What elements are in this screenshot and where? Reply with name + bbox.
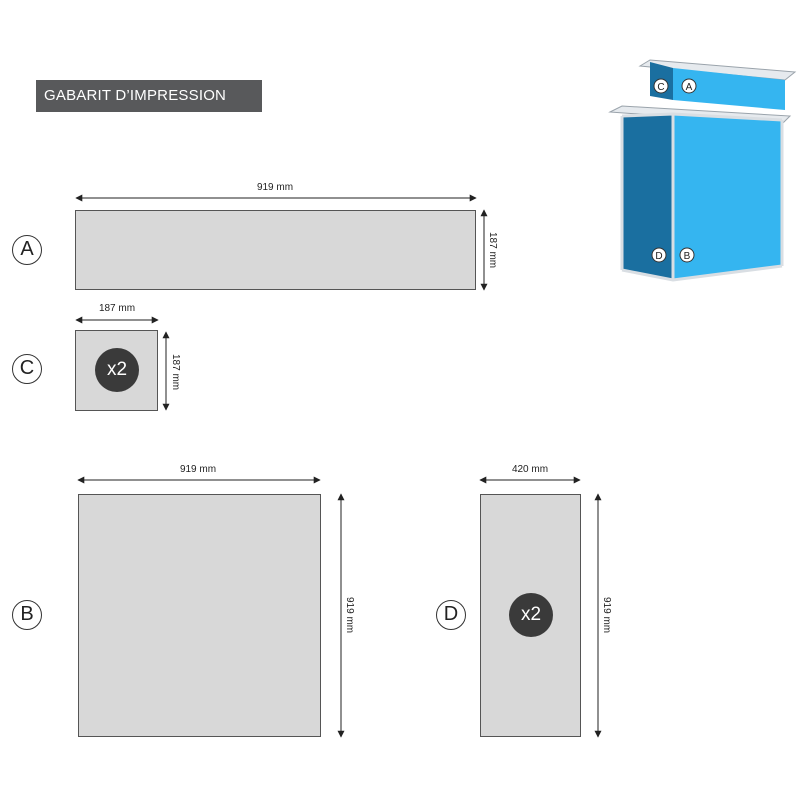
svg-text:C: C bbox=[657, 82, 664, 93]
panel-d-width-label: 420 mm bbox=[511, 464, 549, 475]
panel-a-height-label: 187 mm bbox=[487, 231, 498, 269]
panel-a-width-label: 919 mm bbox=[256, 182, 294, 193]
panel-a-letter: A bbox=[12, 235, 42, 265]
panel-d: x2 bbox=[480, 494, 581, 737]
svg-text:D: D bbox=[655, 251, 662, 262]
panel-c: x2 bbox=[75, 330, 158, 411]
panel-b-width-label: 919 mm bbox=[179, 464, 217, 475]
template-title: GABARIT D’IMPRESSION bbox=[36, 80, 262, 112]
panel-c-quantity-badge: x2 bbox=[95, 348, 139, 392]
panel-b-height-label: 919 mm bbox=[344, 596, 355, 634]
panel-b-letter: B bbox=[12, 600, 42, 630]
panel-c-letter: C bbox=[12, 354, 42, 384]
panel-c-width-label: 187 mm bbox=[98, 303, 136, 314]
panel-b bbox=[78, 494, 321, 737]
svg-text:B: B bbox=[684, 251, 691, 262]
preview-marker-a: A bbox=[681, 78, 697, 94]
panel-d-letter: D bbox=[436, 600, 466, 630]
preview-marker-d: D bbox=[651, 247, 667, 263]
preview-marker-b: B bbox=[679, 247, 695, 263]
preview-header-front bbox=[673, 68, 785, 110]
panel-a bbox=[75, 210, 476, 290]
svg-text:A: A bbox=[686, 82, 693, 93]
panel-d-quantity-badge: x2 bbox=[509, 593, 553, 637]
preview-marker-c: C bbox=[653, 78, 669, 94]
preview-body-side bbox=[622, 114, 673, 280]
panel-c-height-label: 187 mm bbox=[170, 353, 181, 391]
panel-d-height-label: 919 mm bbox=[601, 596, 612, 634]
preview-body-front bbox=[673, 114, 782, 280]
